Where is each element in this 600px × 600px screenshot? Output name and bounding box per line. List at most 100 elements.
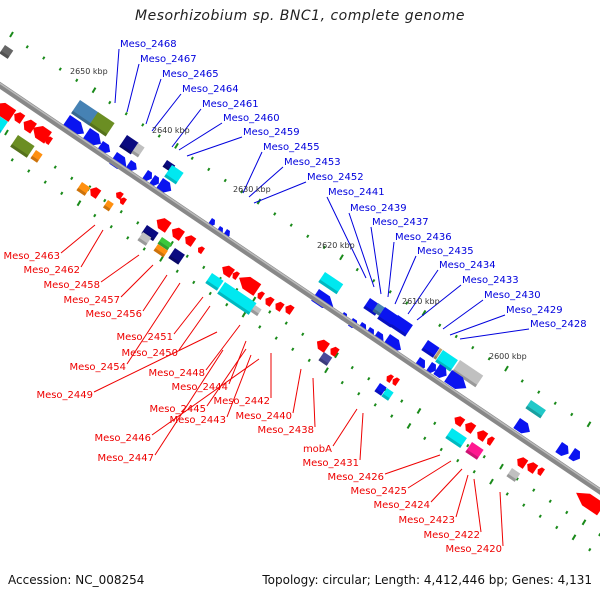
feature-grey bbox=[0, 45, 14, 59]
forward-leader bbox=[459, 328, 530, 340]
reverse-gene-label: Meso_2446 bbox=[94, 433, 151, 444]
feature-cyan-body bbox=[205, 273, 224, 291]
feature-grey bbox=[250, 305, 262, 317]
minor-tick bbox=[383, 388, 387, 392]
minor-tick bbox=[190, 156, 194, 161]
feature-reverse-body bbox=[171, 227, 185, 241]
reverse-gene-label: Meso_2454 bbox=[69, 362, 126, 373]
minor-tick bbox=[25, 45, 29, 49]
feature-olive-body bbox=[89, 112, 115, 137]
feature-green bbox=[157, 237, 172, 251]
feature-reverse-body bbox=[156, 218, 172, 233]
feature-reverse bbox=[285, 304, 295, 315]
feature-forward bbox=[311, 289, 334, 308]
minor-tick bbox=[258, 325, 262, 329]
feature-forward-box-shade bbox=[421, 347, 435, 358]
feature-orange-body bbox=[102, 200, 114, 212]
feature-forward-box-body bbox=[390, 315, 413, 337]
feature-orange-body bbox=[30, 150, 43, 163]
accession-text: Accession: NC_008254 bbox=[8, 573, 145, 587]
reverse-leader bbox=[178, 305, 211, 351]
minor-tick bbox=[202, 265, 206, 270]
reverse-gene-label: Meso_2445 bbox=[149, 404, 206, 415]
feature-reverse-body bbox=[222, 265, 235, 279]
forward-leader bbox=[242, 151, 263, 194]
reverse-leader bbox=[312, 377, 316, 428]
feature-steelblue-shade bbox=[71, 110, 91, 126]
minor-tick bbox=[438, 323, 442, 328]
feature-teal-body bbox=[525, 400, 546, 419]
minor-tick bbox=[93, 213, 97, 218]
feature-olive-body bbox=[10, 135, 35, 158]
minor-tick bbox=[291, 347, 295, 351]
major-tick bbox=[4, 129, 9, 136]
minor-tick bbox=[373, 403, 377, 407]
feature-reverse bbox=[198, 246, 205, 255]
forward-leader bbox=[186, 136, 243, 157]
feature-cyan bbox=[435, 350, 458, 372]
reverse-leader bbox=[206, 348, 247, 407]
feature-forward-box-body bbox=[421, 340, 440, 358]
feature-grey-shade bbox=[506, 473, 517, 482]
feature-forward-box-shade bbox=[390, 324, 407, 337]
reverse-gene-label: Meso_2422 bbox=[423, 530, 480, 541]
feature-reverse bbox=[257, 291, 265, 300]
minor-tick bbox=[157, 134, 161, 138]
reverse-gene-label: Meso_2438 bbox=[257, 425, 314, 436]
feature-teal-shade bbox=[525, 405, 543, 419]
minor-tick bbox=[10, 158, 14, 162]
feature-reverse-body bbox=[239, 276, 262, 296]
scale-label: 2650 kbp bbox=[70, 67, 108, 76]
forward-gene-label: Meso_2437 bbox=[372, 217, 429, 228]
major-tick bbox=[241, 311, 247, 318]
forward-gene-label: Meso_2435 bbox=[417, 246, 474, 257]
feature-reverse-body bbox=[316, 339, 330, 353]
major-tick bbox=[339, 254, 344, 261]
reverse-leader bbox=[154, 349, 224, 456]
feature-reverse bbox=[239, 276, 262, 296]
reverse-leader bbox=[60, 224, 96, 254]
feature-orange bbox=[30, 150, 43, 163]
feature-forward-body bbox=[433, 364, 447, 378]
scale-label: 2640 kbp bbox=[152, 126, 190, 135]
genome-stats-text: Topology: circular; Length: 4,412,446 bp… bbox=[262, 573, 592, 587]
minor-tick bbox=[588, 547, 592, 552]
minor-tick bbox=[119, 209, 123, 214]
forward-gene-label: Meso_2468 bbox=[120, 39, 177, 50]
forward-leader bbox=[178, 122, 223, 151]
minor-tick bbox=[27, 169, 31, 173]
feature-forward-body bbox=[311, 289, 334, 308]
reverse-gene-label: Meso_2442 bbox=[213, 396, 270, 407]
forward-leader bbox=[151, 93, 182, 132]
reverse-gene-label: Meso_2440 bbox=[235, 411, 292, 422]
feature-grey-shade bbox=[452, 369, 478, 388]
reverse-gene-label: Meso_2447 bbox=[97, 453, 154, 464]
feature-orange-body bbox=[76, 182, 91, 196]
feature-reverse bbox=[330, 346, 340, 357]
feature-forward-body bbox=[125, 160, 137, 171]
feature-slate-shade bbox=[318, 357, 329, 366]
forward-gene-label: Meso_2455 bbox=[263, 142, 320, 153]
major-tick bbox=[571, 534, 577, 541]
feature-forward bbox=[568, 448, 580, 462]
feature-reverse-body bbox=[23, 119, 37, 134]
minor-tick bbox=[423, 436, 427, 441]
forward-gene-label: Meso_2433 bbox=[462, 275, 519, 286]
feature-reverse bbox=[477, 430, 489, 442]
major-tick bbox=[334, 352, 339, 359]
feature-orange-shade bbox=[76, 187, 87, 196]
feature-reverse-body bbox=[392, 377, 400, 386]
feature-cyan-body bbox=[318, 272, 344, 295]
feature-cyan-shade bbox=[381, 393, 390, 401]
minor-tick bbox=[70, 176, 74, 181]
minor-tick bbox=[58, 67, 62, 71]
minor-tick bbox=[60, 191, 64, 196]
minor-tick bbox=[405, 301, 409, 305]
minor-tick bbox=[548, 499, 552, 504]
reverse-leader bbox=[228, 340, 247, 385]
feature-orange-shade bbox=[102, 204, 111, 212]
feature-reverse bbox=[527, 462, 539, 474]
feature-orange-body bbox=[153, 244, 168, 258]
feature-grey-shade bbox=[131, 150, 140, 158]
minor-tick bbox=[42, 56, 46, 60]
